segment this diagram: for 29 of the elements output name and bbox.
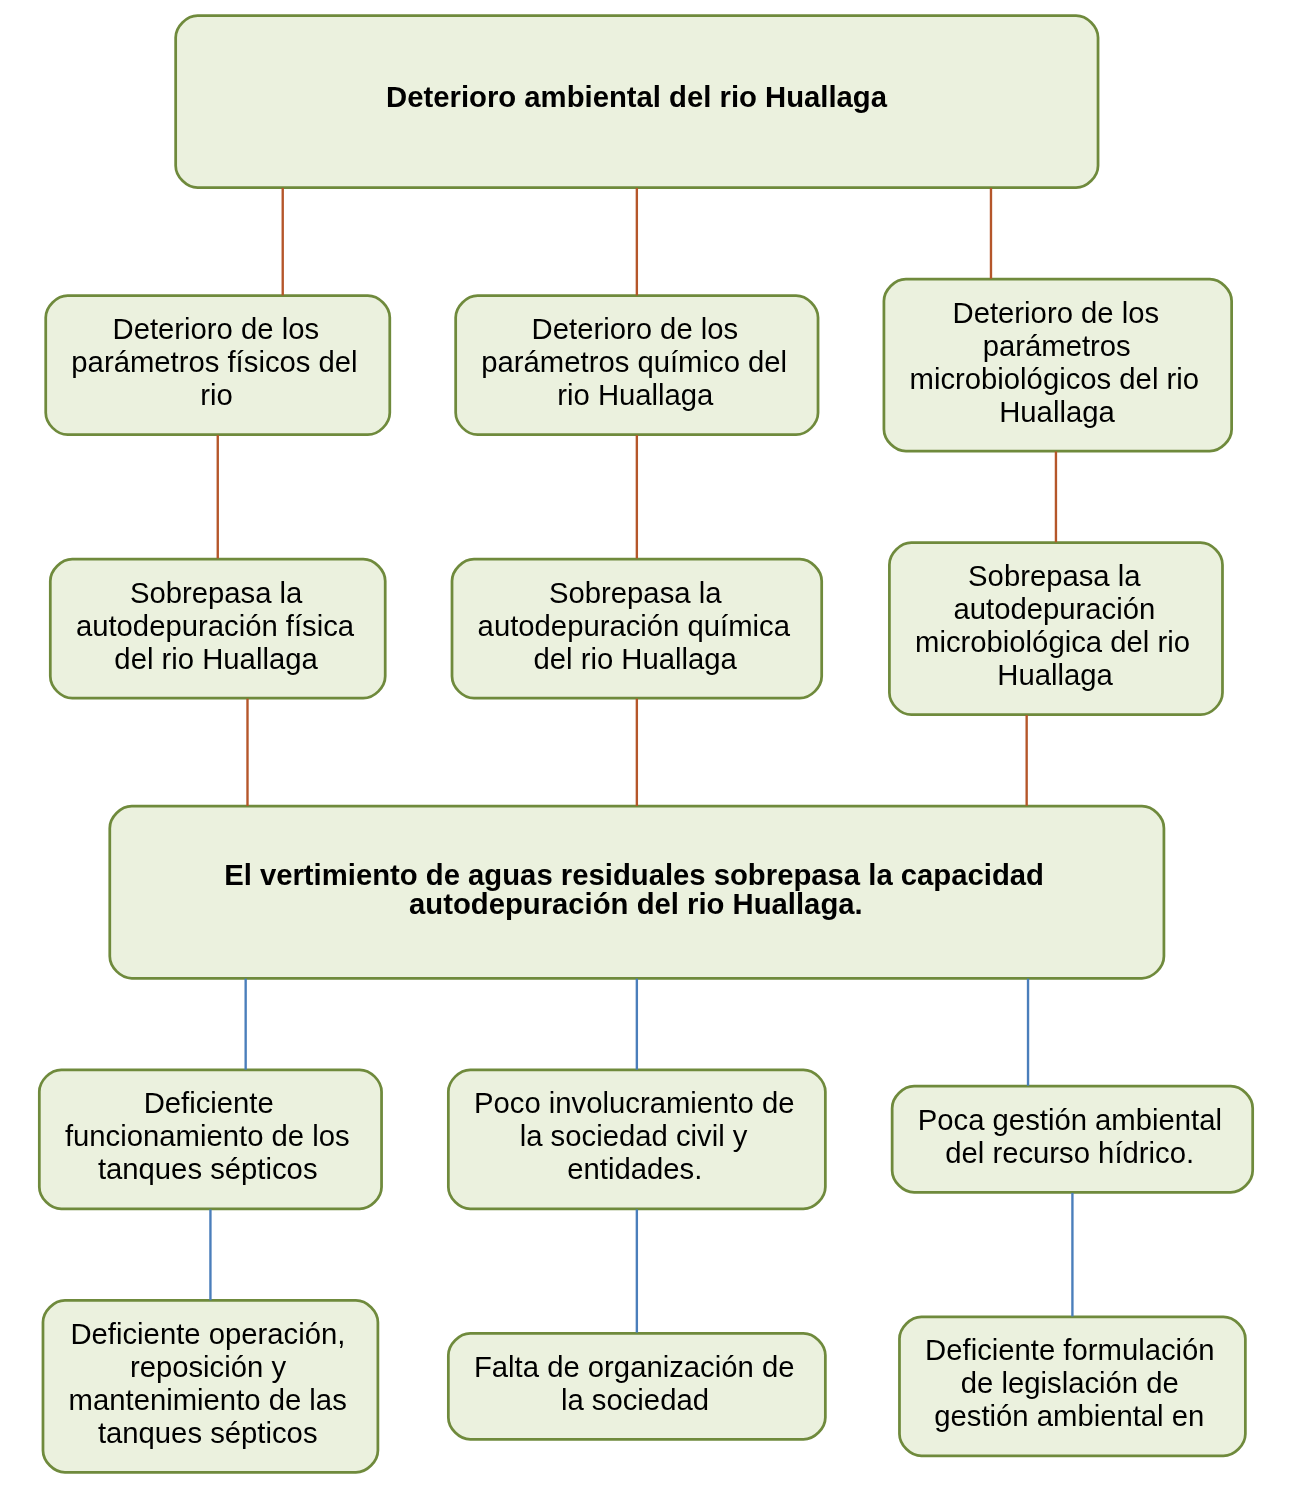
node-box: Deterioro de los parámetros químico del rio Huallaga (453, 294, 819, 437)
connector (1024, 715, 1028, 806)
connector (245, 698, 249, 806)
connector (635, 187, 638, 296)
connector (635, 698, 638, 806)
node-box: Deterioro de los parámetros físicos del rio (43, 294, 391, 437)
connector (1026, 978, 1029, 1086)
node-box: Deterioro de los parámetros microbiológicos del rio Huallaga (882, 277, 1233, 453)
node-box: Deficiente formulación de legislación de gestión ambiental en (897, 1315, 1247, 1458)
connector (635, 978, 638, 1070)
node-box: Sobrepasa la autodepuración física del rio Huallaga (48, 557, 387, 700)
connector (989, 187, 992, 279)
connector (1054, 451, 1057, 543)
node-box: Poco involucramiento de la sociedad civil y entidades. (446, 1068, 827, 1211)
node-box: Poca gestión ambiental del recurso hídrico. (890, 1084, 1254, 1194)
connector (216, 435, 219, 559)
connector (243, 978, 247, 1070)
connector (281, 187, 284, 296)
connector (1070, 1192, 1074, 1317)
connector (208, 1209, 212, 1301)
node-box: Sobrepasa la autodepuración microbiológica del rio Huallaga (887, 541, 1224, 717)
connector (635, 1209, 638, 1333)
node-box: Deficiente funcionamiento de los tanques sépticos (37, 1068, 383, 1211)
connector (635, 435, 638, 559)
node-box: Deficiente operación, reposición y mantenimiento de las tanques sépticos (41, 1298, 379, 1474)
node-box: Sobrepasa la autodepuración química del rio Huallaga (450, 557, 823, 700)
node-box: Falta de organización de la sociedad (446, 1331, 827, 1441)
node-box: El vertimiento de aguas residuales sobrepasa la capacidad autodepuración del rio Huallaga. (107, 804, 1165, 980)
node-box: Deterioro ambiental del rio Huallaga (173, 14, 1099, 190)
